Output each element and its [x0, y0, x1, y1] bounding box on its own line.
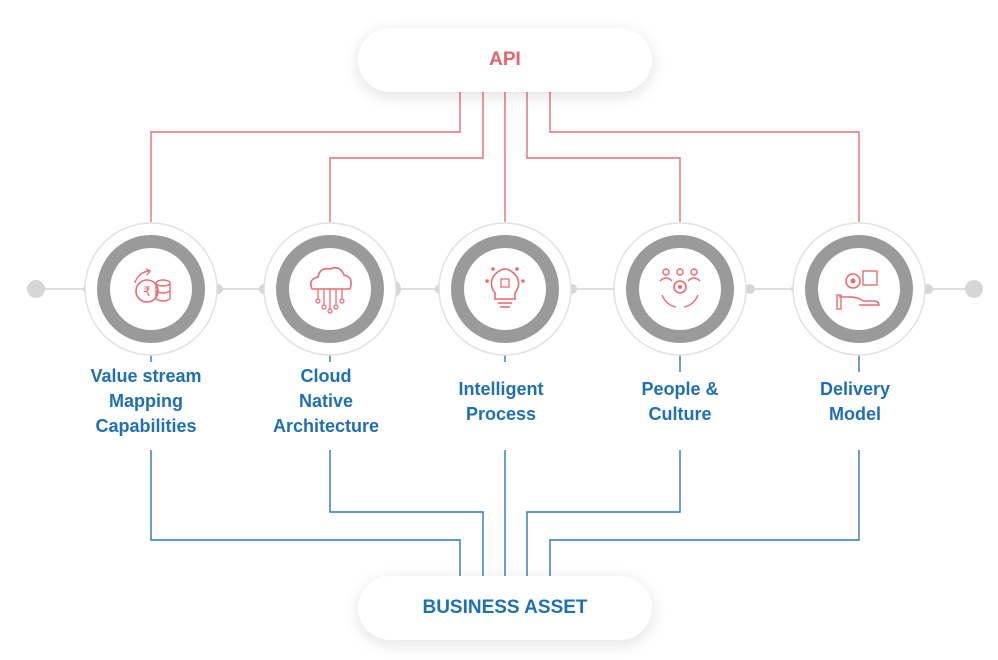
api-node: API [358, 28, 652, 92]
axis-end-dot [965, 280, 983, 298]
pillar-label-delivery-model: Delivery Model [819, 379, 891, 424]
api-connector-1 [150, 92, 461, 222]
business-asset-label: BUSINESS ASSET [422, 597, 588, 618]
business-asset-node: BUSINESS ASSET [358, 576, 652, 640]
people-gear-icon [659, 268, 701, 308]
api-connectors [150, 92, 860, 222]
api-connector-4 [526, 92, 681, 222]
asset-connector-4 [526, 450, 681, 576]
cloud-network-icon [310, 267, 352, 314]
axis-dot [745, 284, 755, 294]
pillar-node [613, 222, 747, 356]
pillar-node [438, 222, 572, 356]
asset-connector-2 [329, 450, 484, 576]
pillar-node: ₹ [84, 222, 218, 356]
pillar-label-people-culture: People & Culture [641, 379, 719, 424]
asset-connector-5 [549, 450, 860, 576]
gear-box-hand-icon [836, 270, 880, 310]
rupee-coins-icon: ₹ [134, 268, 171, 303]
svg-text:₹: ₹ [143, 285, 151, 300]
api-connector-5 [549, 92, 860, 222]
axis-end-dot [27, 280, 45, 298]
pillar-label-cloud-native: Cloud Native Architecture [272, 366, 380, 436]
pillar-center [464, 248, 546, 330]
pillar-center [818, 248, 900, 330]
lightbulb-chip-icon [485, 267, 525, 308]
pillar-label-intelligent-process: Intelligent Process [458, 379, 544, 424]
asset-connector-1 [150, 450, 461, 576]
pillar-center [110, 248, 192, 330]
pillar-node [792, 222, 926, 356]
api-connector-2 [329, 92, 484, 222]
pillar-label-value-stream: Value stream Mapping Capabilities [90, 366, 202, 436]
api-label: API [489, 49, 521, 70]
pillar-node [263, 222, 397, 356]
